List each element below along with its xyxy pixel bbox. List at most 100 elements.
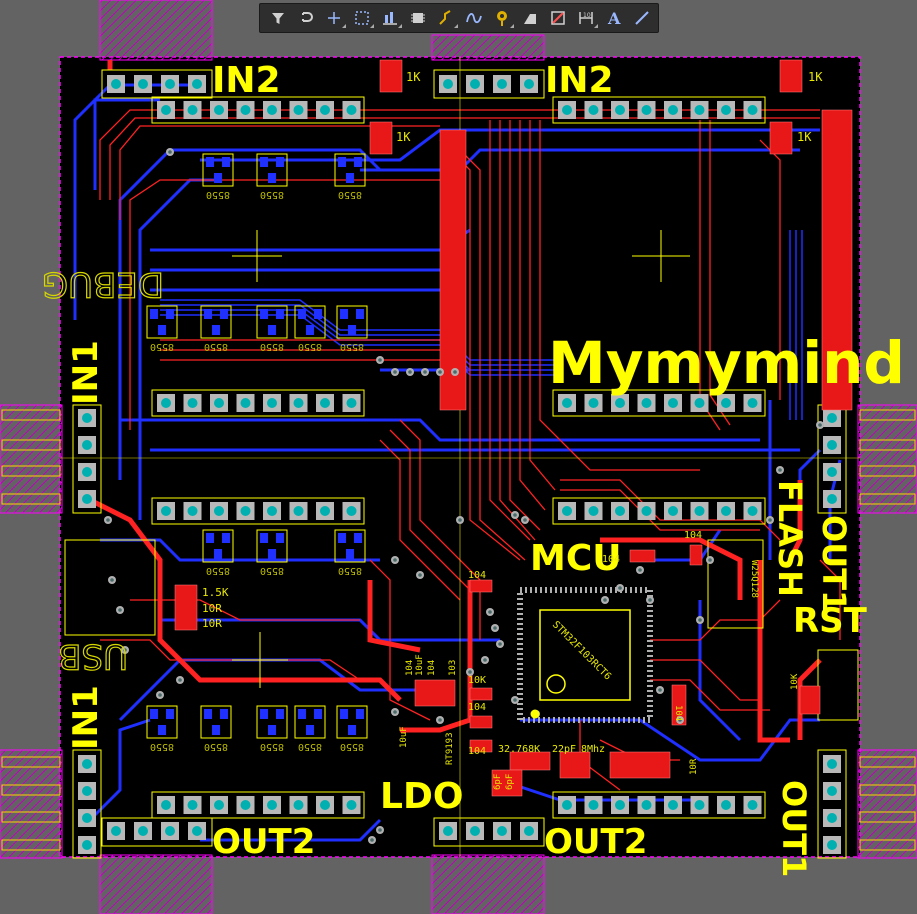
pad xyxy=(210,502,228,520)
pad xyxy=(637,796,656,814)
via xyxy=(776,466,784,474)
label-10k-a: 10K xyxy=(468,675,486,686)
pad xyxy=(717,796,735,814)
origin-marker xyxy=(530,709,540,719)
transistor-8550: 8550 xyxy=(256,153,288,200)
label-mcu: MCU xyxy=(530,538,621,579)
svg-text:8550: 8550 xyxy=(260,341,284,352)
label-crystal: 32.768K xyxy=(498,744,540,755)
pad xyxy=(584,101,603,119)
pad xyxy=(690,101,709,119)
pad xyxy=(210,796,228,814)
via xyxy=(766,516,774,524)
pad xyxy=(584,796,603,814)
via xyxy=(646,596,654,604)
pad xyxy=(236,796,255,814)
pad xyxy=(823,463,841,481)
label-out2-right: OUT2 xyxy=(544,822,647,862)
pad xyxy=(78,463,96,481)
via xyxy=(116,606,124,614)
svg-text:8550: 8550 xyxy=(260,189,284,200)
pad xyxy=(210,101,228,119)
via xyxy=(156,691,164,699)
pad xyxy=(439,822,457,840)
via xyxy=(676,716,684,724)
dimension-icon[interactable]: 10 xyxy=(572,5,600,31)
svg-text:8550: 8550 xyxy=(206,565,230,576)
pad xyxy=(637,101,656,119)
track-route-icon[interactable] xyxy=(432,5,460,31)
arc-icon[interactable] xyxy=(460,5,488,31)
via-icon[interactable] xyxy=(488,5,516,31)
pad xyxy=(263,796,281,814)
via xyxy=(436,368,444,376)
fill-icon[interactable] xyxy=(516,5,544,31)
filter-icon[interactable] xyxy=(264,5,292,31)
via xyxy=(816,421,824,429)
svg-text:8550: 8550 xyxy=(206,189,230,200)
pad xyxy=(743,101,762,119)
pad xyxy=(743,796,762,814)
via xyxy=(368,836,376,844)
header-pins-outside xyxy=(1,409,916,851)
polygon-pour-icon[interactable] xyxy=(544,5,572,31)
label-104-g: 104 xyxy=(427,660,437,676)
transistor-8550: 8550 xyxy=(202,153,234,200)
line-icon[interactable] xyxy=(628,5,656,31)
svg-text:8550: 8550 xyxy=(298,341,322,352)
transistor-8550: 8550 xyxy=(200,305,232,352)
pad xyxy=(161,822,179,840)
component-icon[interactable] xyxy=(404,5,432,31)
via xyxy=(636,566,644,574)
select-rect-icon[interactable] xyxy=(348,5,376,31)
via xyxy=(108,576,116,584)
pad xyxy=(183,796,202,814)
label-1k-a: 1K xyxy=(406,70,421,84)
transistor-8550: 8550 xyxy=(202,529,234,576)
mcu-chip[interactable] xyxy=(517,587,653,723)
via xyxy=(601,596,609,604)
via xyxy=(121,646,129,654)
via xyxy=(451,368,459,376)
transistor-8550: 8550 xyxy=(334,153,366,200)
svg-text:8550: 8550 xyxy=(340,341,364,352)
pad xyxy=(342,502,361,520)
pad xyxy=(161,75,179,93)
pad xyxy=(107,822,125,840)
label-out1-lower: OUT1 xyxy=(775,780,813,877)
via xyxy=(511,696,519,704)
pad xyxy=(823,836,841,854)
pad xyxy=(236,502,255,520)
transistor-8550: 8550 xyxy=(256,705,288,752)
transistor-8550: 8550 xyxy=(146,305,178,352)
transistor-8550: 8550 xyxy=(294,305,326,352)
crosshair-add-icon[interactable] xyxy=(320,5,348,31)
pad xyxy=(183,101,202,119)
pad xyxy=(188,75,206,93)
label-104-d: 104 xyxy=(468,702,486,713)
text-icon[interactable]: A xyxy=(600,5,628,31)
pad xyxy=(78,809,96,827)
pad xyxy=(664,796,682,814)
pad xyxy=(611,796,629,814)
pad xyxy=(236,101,255,119)
pad xyxy=(493,822,511,840)
via xyxy=(496,640,504,648)
pad xyxy=(439,75,457,93)
via xyxy=(521,516,529,524)
label-in2-right: IN2 xyxy=(545,60,614,101)
route-interactive-icon[interactable] xyxy=(292,5,320,31)
align-icon[interactable] xyxy=(376,5,404,31)
label-w25q128: W25Q128 xyxy=(749,560,759,598)
pad xyxy=(236,394,255,412)
via xyxy=(436,716,444,724)
pad xyxy=(520,75,538,93)
svg-text:8550: 8550 xyxy=(204,341,228,352)
label-ldo: LDO xyxy=(380,776,463,817)
header-pads xyxy=(78,75,841,854)
pad xyxy=(637,394,656,412)
label-out1-upper: OUT1 xyxy=(815,515,853,612)
label-flash: FLASH xyxy=(771,480,809,597)
